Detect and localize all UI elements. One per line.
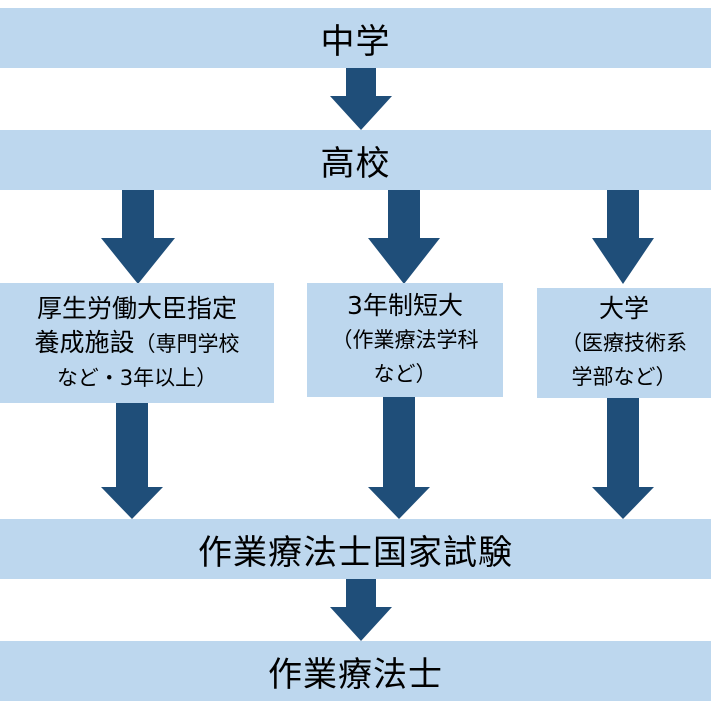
path-university-line2: （医療技術系 — [561, 331, 687, 355]
path-designated-facility-line1: 厚生労働大臣指定 — [36, 293, 237, 323]
arrow-down-icon — [101, 403, 163, 519]
stage-high-school-label: 高校 — [320, 143, 391, 184]
arrow-down-icon — [101, 190, 175, 284]
arrow-down-icon — [592, 190, 654, 284]
stage-high-school: 高校 — [0, 130, 711, 190]
stage-national-exam: 作業療法士国家試験 — [0, 519, 711, 579]
path-junior-college: 3年制短大 （作業療法学科 など） — [307, 283, 503, 397]
arrow-down-icon — [330, 579, 392, 641]
stage-occupational-therapist: 作業療法士 — [0, 641, 711, 701]
path-designated-facility: 厚生労働大臣指定 養成施設（専門学校 など・3年以上） — [0, 283, 274, 403]
stage-junior-high-label: 中学 — [320, 21, 391, 62]
path-designated-facility-line3: など・3年以上） — [56, 365, 218, 390]
stage-national-exam-label: 作業療法士国家試験 — [198, 532, 513, 573]
arrow-down-icon — [330, 68, 392, 130]
arrow-down-icon — [592, 398, 654, 519]
path-junior-college-line1: 3年制短大 — [347, 291, 463, 320]
path-university: 大学 （医療技術系 学部など） — [537, 288, 711, 398]
path-designated-facility-line2-sub: （専門学校 — [134, 331, 240, 356]
path-designated-facility-line2-main: 養成施設 — [34, 327, 135, 357]
stage-junior-high: 中学 — [0, 8, 711, 68]
path-junior-college-line3: など） — [373, 362, 437, 386]
stage-occupational-therapist-label: 作業療法士 — [268, 654, 443, 695]
path-university-line1: 大学 — [598, 294, 649, 323]
arrow-down-icon — [368, 397, 430, 519]
arrow-down-icon — [368, 190, 440, 284]
path-university-line3: 学部など） — [571, 365, 677, 389]
path-junior-college-line2: （作業療法学科 — [331, 328, 479, 352]
